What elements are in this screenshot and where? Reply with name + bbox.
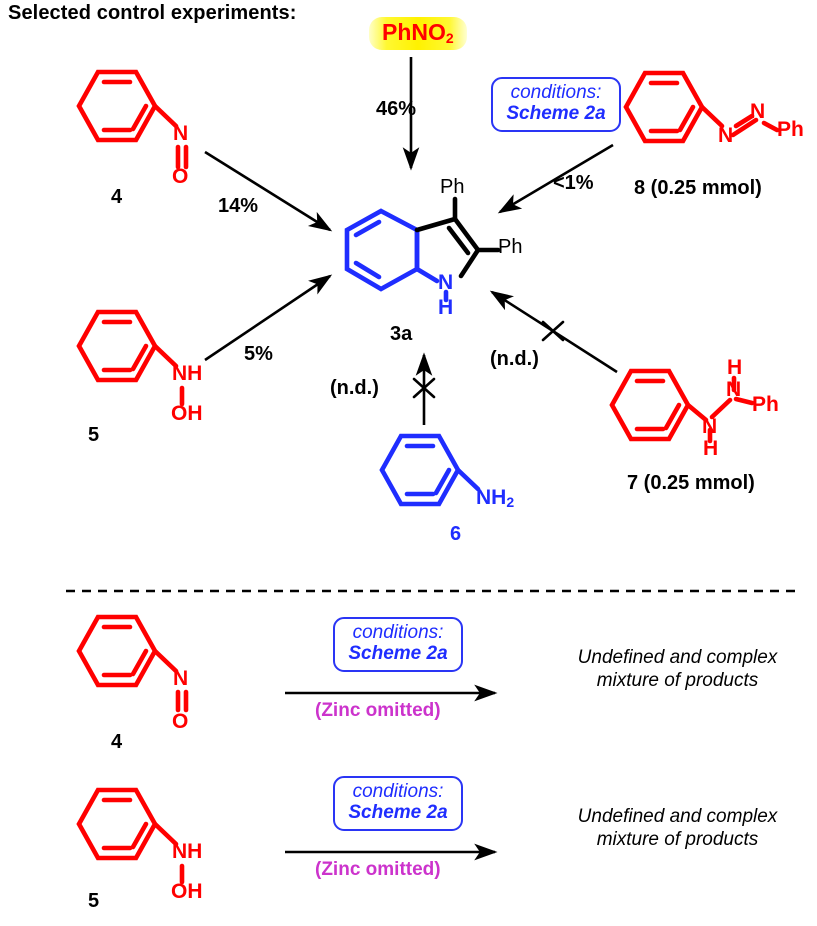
note-nd-hydrazine: (n.d.) (490, 348, 539, 370)
compound-number-7: 7 (0.25 mmol) (627, 472, 755, 494)
structure-indole-3a (344, 196, 501, 303)
atom-label-n-nitroso-top: N (173, 122, 189, 145)
atom-label-h-indole: H (438, 296, 454, 319)
note-zinc-omitted-1: (Zinc omitted) (315, 700, 441, 721)
phno2-subscript: 2 (445, 30, 454, 46)
atom-label-ph-c2-indole: Ph (498, 236, 523, 258)
atom-label-h1-hydrazine: H (703, 437, 719, 460)
compound-number-6: 6 (450, 523, 462, 545)
structure-phenylhydroxylamine-bottom (76, 787, 185, 885)
conditions-scheme-ref: Scheme 2a (506, 103, 606, 125)
structure-aniline (379, 433, 481, 507)
cross-mark-aniline (412, 377, 436, 399)
atom-label-n2-hydrazine: N (726, 378, 742, 401)
structure-phenylhydroxylamine-top (76, 309, 185, 407)
compound-number-3a: 3a (390, 323, 413, 345)
atom-label-n1-hydrazine: N (702, 415, 718, 438)
structure-nitrosobenzene-top (76, 69, 189, 170)
page-title: Selected control experiments: (8, 2, 297, 24)
conditions-box-reaction-1: conditions: Scheme 2a (333, 617, 463, 672)
compound-number-4-top: 4 (111, 186, 123, 208)
note-zinc-omitted-2: (Zinc omitted) (315, 859, 441, 880)
reagent-phno2: PhNO2 (369, 17, 467, 50)
atom-label-n-nitroso-bottom: N (173, 667, 189, 690)
atom-label-n2-azobenzene: N (750, 100, 766, 123)
atom-label-n-indole: N (438, 271, 454, 294)
atom-label-o-nitroso-top: O (172, 165, 189, 188)
atom-label-oh-hydroxylamine-top: OH (171, 402, 203, 425)
compound-number-5-bottom: 5 (88, 890, 100, 912)
conditions-label-1: conditions: (352, 622, 444, 643)
outcome-text-2: Undefined and complex mixture of product… (577, 806, 778, 850)
conditions-box-reaction-2: conditions: Scheme 2a (333, 776, 463, 831)
atom-label-h2-hydrazine: H (727, 356, 743, 379)
cross-mark-hydrazine (541, 320, 565, 342)
atom-label-nh-hydroxylamine-top: NH (172, 362, 203, 385)
atom-label-n1-azobenzene: N (718, 124, 734, 147)
arrow-nitrosobenzene-to-3a (204, 150, 333, 232)
note-nd-aniline: (n.d.) (330, 377, 379, 399)
atom-label-ph-hydrazine: Ph (752, 393, 779, 416)
phno2-label: PhNO (382, 19, 446, 45)
yield-from-phno2: 46% (376, 98, 417, 120)
conditions-label-2: conditions: (352, 781, 444, 802)
compound-number-8: 8 (0.25 mmol) (634, 177, 762, 199)
yield-from-hydroxylamine: 5% (244, 343, 273, 365)
conditions-scheme-ref-1: Scheme 2a (348, 643, 448, 665)
atom-label-nh2-aniline: NH2 (476, 486, 515, 510)
conditions-label: conditions: (510, 82, 602, 103)
atom-label-nh-hydroxylamine-bottom: NH (172, 840, 203, 863)
outcome-text-1: Undefined and complex mixture of product… (577, 647, 778, 691)
yield-from-nitrosobenzene: 14% (218, 195, 259, 217)
atom-label-ph-c3-indole: Ph (440, 176, 465, 198)
conditions-box-main: conditions: Scheme 2a (491, 77, 621, 132)
conditions-scheme-ref-2: Scheme 2a (348, 802, 448, 824)
atom-label-oh-hydroxylamine-bottom: OH (171, 880, 203, 903)
compound-number-4-bottom: 4 (111, 731, 123, 753)
atom-label-o-nitroso-bottom: O (172, 710, 189, 733)
structure-nitrosobenzene-bottom (76, 614, 189, 713)
compound-number-5-top: 5 (88, 424, 100, 446)
atom-label-ph-azobenzene: Ph (777, 118, 804, 141)
yield-from-azobenzene: <1% (553, 172, 594, 194)
